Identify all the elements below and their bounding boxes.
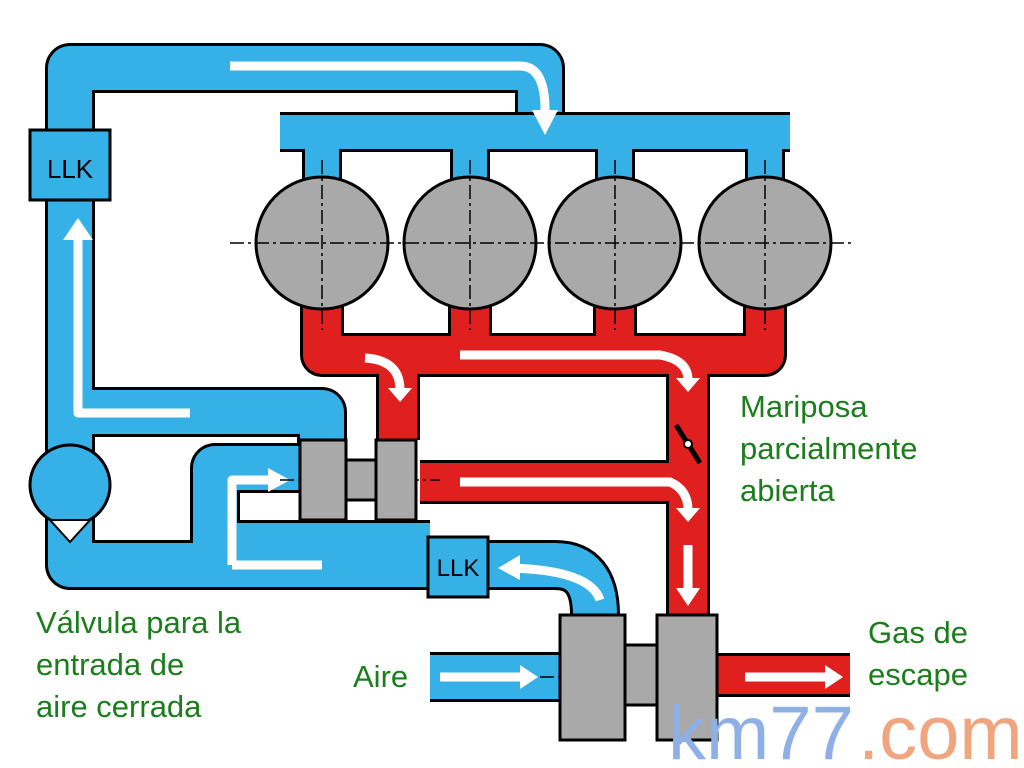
watermark-km77: km77 [668, 691, 854, 768]
intercooler-top [28, 128, 112, 202]
watermark-com: .com [858, 691, 1023, 768]
llk-top-label: LLK [47, 154, 94, 184]
aire-label: Aire [353, 659, 409, 694]
intercooler-bottom [426, 535, 490, 599]
large-turbo [558, 613, 719, 742]
bypass-valve [28, 443, 112, 527]
small-turbo [298, 438, 418, 522]
llk-bottom-label: LLK [437, 555, 480, 582]
gas-escape-label: Gas de escape [868, 615, 968, 692]
mariposa-label: Mariposa parcialmente abierta [740, 389, 918, 508]
valvula-label: Válvula para la entrada de aire cerrada [36, 605, 242, 724]
